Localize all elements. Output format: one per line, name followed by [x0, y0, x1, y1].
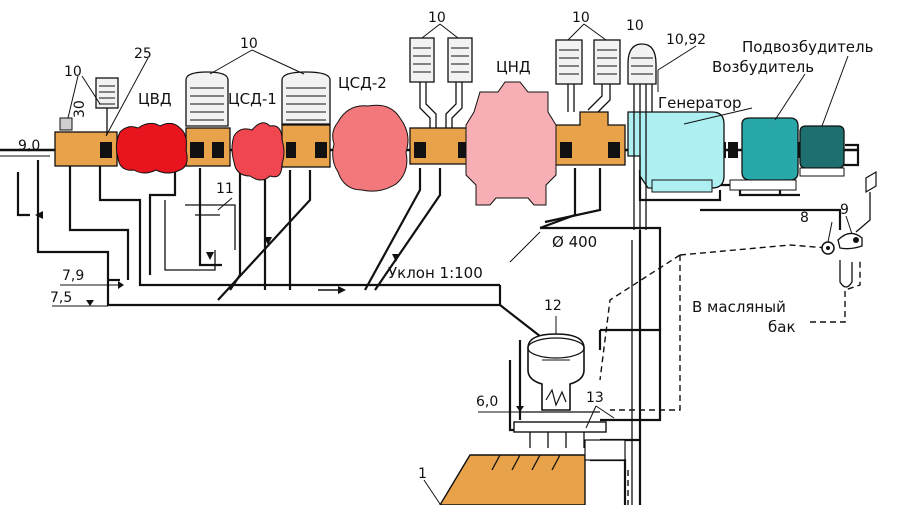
label-oil-tank-line1: В масляный — [692, 298, 786, 316]
number-9: 9 — [840, 202, 849, 218]
number-11: 11 — [216, 181, 234, 197]
label-exciter: Возбудитель — [712, 58, 814, 76]
devices-8-9 — [821, 170, 877, 288]
number-10-d: 10 — [572, 10, 590, 26]
number-25: 25 — [134, 46, 152, 62]
label-cnd: ЦНД — [496, 58, 531, 76]
number-8: 8 — [800, 210, 809, 226]
elevation-7-9: 7,9 — [62, 268, 84, 284]
cnd-cylinder — [465, 81, 557, 206]
number-10-b: 10 — [240, 36, 258, 52]
number-12: 12 — [544, 298, 562, 314]
elevation-7-5: 7,5 — [50, 290, 72, 306]
leader-lines — [0, 23, 853, 505]
vessel-12 — [527, 333, 585, 411]
lower-equipment — [439, 333, 626, 505]
csd2-cylinder — [332, 104, 409, 192]
generator — [627, 111, 725, 189]
main-oil-tank — [439, 454, 586, 505]
csd1-cylinder — [231, 122, 285, 181]
turbine-cylinders — [115, 81, 557, 206]
generator-group — [627, 111, 845, 193]
label-slope: Уклон 1:100 — [388, 264, 483, 282]
oil-piping — [16, 143, 861, 505]
elevation-6-0: 6,0 — [476, 394, 498, 410]
number-30: 30 — [72, 100, 88, 118]
number-13: 13 — [586, 390, 604, 406]
label-csd1: ЦСД-1 — [228, 90, 277, 108]
number-10-e: 10 — [626, 18, 644, 34]
label-sub-exciter: Подвозбудитель — [742, 38, 873, 56]
label-csd2: ЦСД-2 — [338, 74, 387, 92]
bearing-5 — [554, 111, 626, 166]
text-labels: ЦВД ЦСД-1 ЦСД-2 ЦНД Генератор Возбудител… — [18, 10, 873, 482]
number-10-a: 10 — [64, 64, 82, 80]
label-oil-tank-line2: бак — [768, 318, 796, 336]
label-diameter: Ø 400 — [552, 233, 597, 251]
cvd-cylinder — [115, 122, 188, 174]
elevation-9-0: 9,0 — [18, 138, 40, 154]
label-cvd: ЦВД — [138, 90, 172, 108]
oil-tanks — [59, 37, 657, 230]
label-generator: Генератор — [658, 94, 742, 112]
sub-exciter — [799, 125, 845, 169]
number-10-c: 10 — [428, 10, 446, 26]
number-1: 1 — [418, 466, 427, 482]
elevation-10-92: 10,92 — [666, 32, 706, 48]
exciter — [741, 117, 799, 181]
